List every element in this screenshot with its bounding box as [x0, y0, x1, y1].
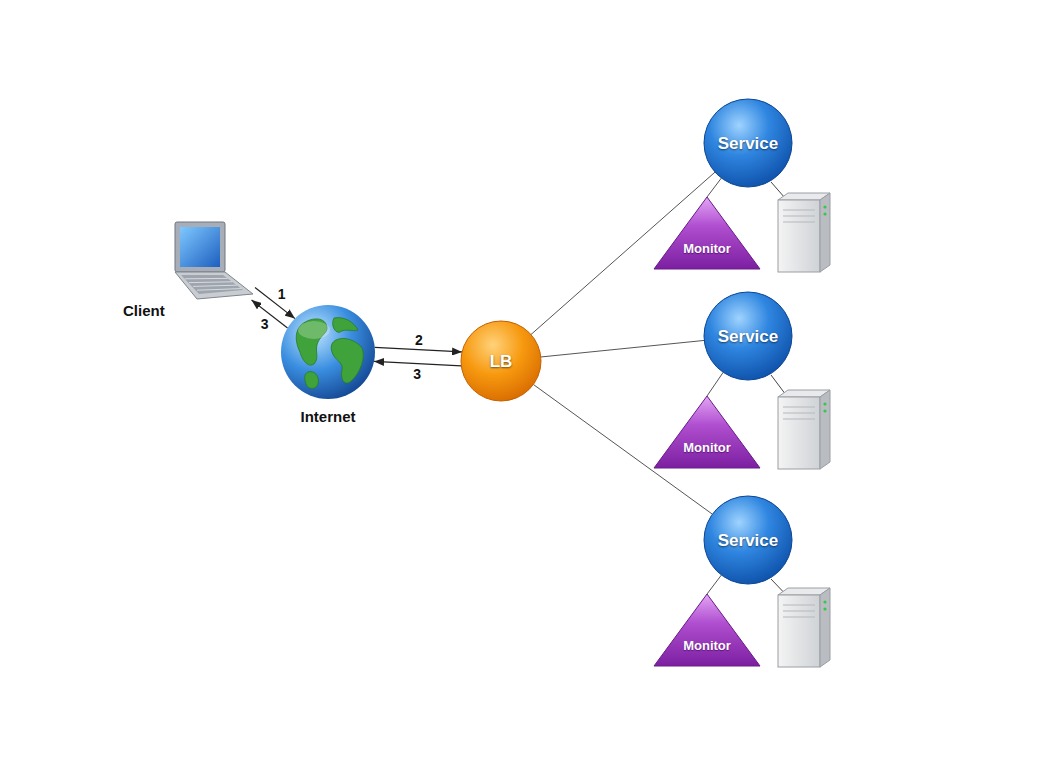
arrow-connector: [375, 347, 462, 352]
node-label: Service: [703, 326, 793, 347]
tri-shape: [652, 592, 762, 668]
callout-number: 1: [276, 287, 288, 302]
callout-number: 2: [413, 332, 425, 347]
monitor-triangle: Monitor: [652, 592, 762, 668]
connector-line: [541, 340, 704, 357]
tri-shape: [652, 394, 762, 470]
server-icon: [778, 390, 830, 469]
globe-shape: [278, 304, 378, 404]
monitor-triangle: Monitor: [652, 394, 762, 470]
server-icon: [778, 588, 830, 667]
node-label: Monitor: [652, 440, 762, 455]
client-node: Client: [115, 220, 260, 325]
node-label: Service: [703, 530, 793, 551]
internet-node: Internet: [278, 304, 378, 434]
arrow-connector: [255, 287, 295, 318]
connector-line: [707, 178, 721, 197]
callout-number: 3: [411, 366, 423, 381]
service-circle: Service: [703, 98, 793, 188]
node-label: LB: [460, 351, 542, 372]
node-label: Client: [123, 302, 165, 319]
connector-line: [707, 372, 723, 396]
callout-number: 3: [259, 317, 271, 332]
laptop-shape: [165, 220, 255, 300]
connector-line: [707, 575, 721, 594]
node-label: Internet: [278, 408, 378, 425]
node-label: Monitor: [652, 241, 762, 256]
service-circle: Service: [703, 495, 793, 585]
tri-shape: [652, 195, 762, 271]
server-icon: [778, 193, 830, 272]
service-circle: Service: [703, 291, 793, 381]
node-label: Monitor: [652, 638, 762, 653]
load-balancer: LB: [460, 320, 542, 402]
monitor-triangle: Monitor: [652, 195, 762, 271]
node-label: Service: [703, 133, 793, 154]
